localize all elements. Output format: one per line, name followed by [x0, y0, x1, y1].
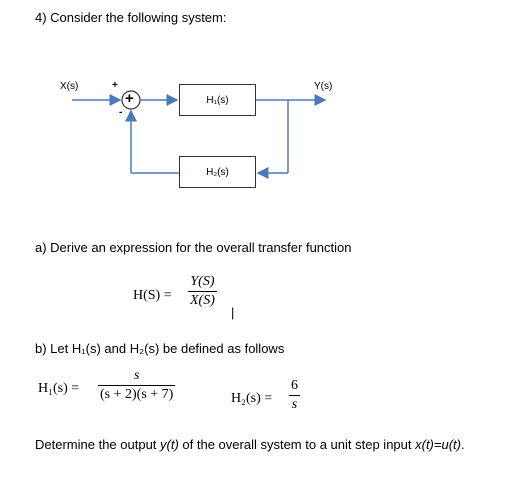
- h1-denominator: (s + 2)(s + 7): [100, 387, 174, 402]
- block-diagram: X(s) + - + H₁(s) Y(s) H₂(s): [0, 0, 510, 200]
- block-h1: H₁(s): [179, 84, 256, 116]
- hs-fraction: Y(S) X(S): [188, 274, 217, 309]
- part-b-text: b) Let H₁(s) and H₂(s) be defined as fol…: [35, 341, 285, 356]
- block-h2: H₂(s): [179, 156, 256, 188]
- task-input: x(t)=u(t): [415, 437, 461, 452]
- h1-lhs: H₁(s) =: [38, 381, 80, 396]
- fraction-bar: [98, 385, 176, 386]
- block-h2-label: H₂(s): [206, 166, 229, 178]
- hs-denominator: X(S): [190, 293, 215, 308]
- hs-lhs: H(S) =: [133, 288, 172, 303]
- part-a-text: a) Derive an expression for the overall …: [35, 240, 352, 255]
- hs-numerator: Y(S): [190, 274, 215, 289]
- input-label: X(s): [60, 81, 79, 92]
- h2-numerator: 6: [291, 378, 298, 393]
- h2-lhs: H₂(s) =: [231, 391, 273, 406]
- minus-sign: -: [119, 107, 123, 118]
- fraction-bar: [188, 291, 217, 292]
- fraction-bar: [289, 395, 300, 396]
- question-heading: 4) Consider the following system:: [35, 10, 227, 25]
- text-cursor: |: [231, 305, 235, 320]
- block-h1-label: H₁(s): [206, 94, 229, 106]
- task-statement: Determine the output y(t) of the overall…: [35, 437, 465, 452]
- h2-denominator: s: [291, 397, 298, 412]
- h1-numerator: s: [133, 368, 140, 383]
- h2-fraction: 6 s: [289, 378, 300, 413]
- task-suffix: .: [460, 437, 465, 452]
- output-label: Y(s): [314, 81, 333, 92]
- diagram-wires: [72, 90, 327, 179]
- task-middle: of the overall system to a unit step inp…: [178, 437, 416, 452]
- task-output: y(t): [160, 437, 179, 452]
- summer-symbol: +: [125, 90, 134, 107]
- h1-fraction: s (s + 2)(s + 7): [98, 368, 176, 403]
- task-prefix: Determine the output: [35, 437, 161, 452]
- plus-sign: +: [112, 80, 118, 91]
